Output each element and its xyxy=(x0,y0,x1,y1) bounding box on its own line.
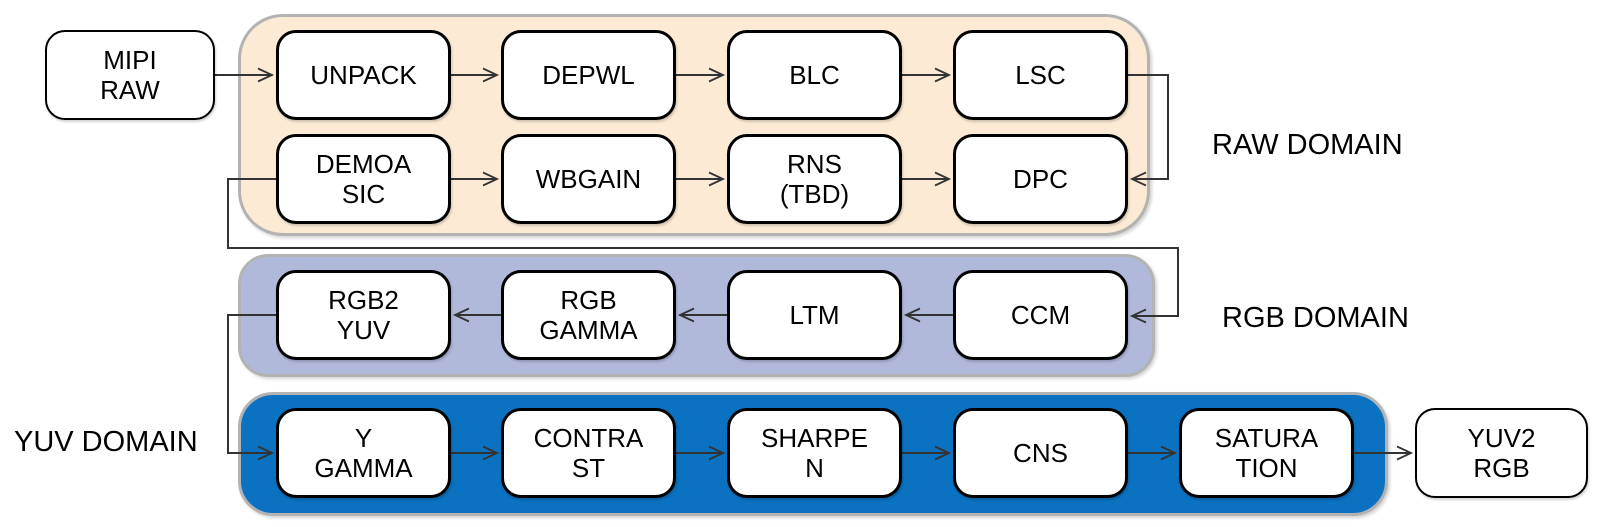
node-rgb2yuv: RGB2 YUV xyxy=(276,270,451,360)
node-sharpen: SHARPE N xyxy=(727,408,902,498)
node-lsc-label: LSC xyxy=(1015,60,1066,90)
node-mipi-raw-label: MIPI RAW xyxy=(100,45,160,105)
node-rns: RNS (TBD) xyxy=(727,134,902,224)
node-rgb2yuv-label: RGB2 YUV xyxy=(328,285,399,345)
node-ltm: LTM xyxy=(727,270,902,360)
edge-rgb2yuv-y-gamma xyxy=(227,314,276,461)
node-demosaic: DEMOA SIC xyxy=(276,134,451,224)
node-unpack: UNPACK xyxy=(276,30,451,120)
edge-lsc-dpc xyxy=(1128,74,1169,187)
node-depwl: DEPWL xyxy=(501,30,676,120)
node-y-gamma-label: Y GAMMA xyxy=(314,423,413,483)
node-rgb-gamma-label: RGB GAMMA xyxy=(539,285,638,345)
node-demosaic-label: DEMOA SIC xyxy=(315,149,412,209)
node-lsc: LSC xyxy=(953,30,1128,120)
yuv-domain-label: YUV DOMAIN xyxy=(14,426,198,458)
node-contrast: CONTRA ST xyxy=(501,408,676,498)
node-mipi-raw: MIPI RAW xyxy=(45,30,215,120)
node-blc: BLC xyxy=(727,30,902,120)
node-yuv2rgb: YUV2 RGB xyxy=(1415,408,1588,498)
node-blc-label: BLC xyxy=(789,60,840,90)
node-ccm-label: CCM xyxy=(1010,300,1071,330)
node-y-gamma: Y GAMMA xyxy=(276,408,451,498)
node-depwl-label: DEPWL xyxy=(542,60,635,90)
node-yuv2rgb-label: YUV2 RGB xyxy=(1467,423,1536,483)
node-wbgain-label: WBGAIN xyxy=(535,164,642,194)
node-contrast-label: CONTRA ST xyxy=(533,423,644,483)
node-ltm-label: LTM xyxy=(789,300,840,330)
node-dpc: DPC xyxy=(953,134,1128,224)
node-rns-label: RNS (TBD) xyxy=(779,149,850,209)
rgb-domain-label: RGB DOMAIN xyxy=(1222,302,1409,334)
node-wbgain: WBGAIN xyxy=(501,134,676,224)
node-dpc-label: DPC xyxy=(1013,164,1068,194)
raw-domain-label: RAW DOMAIN xyxy=(1212,129,1403,161)
edge-demosaic-ccm xyxy=(227,178,1179,324)
node-unpack-label: UNPACK xyxy=(310,60,417,90)
node-cns: CNS xyxy=(953,408,1128,498)
node-saturation-label: SATURA TION xyxy=(1214,423,1319,483)
node-sharpen-label: SHARPE N xyxy=(761,423,868,483)
node-ccm: CCM xyxy=(953,270,1128,360)
node-saturation: SATURA TION xyxy=(1179,408,1354,498)
node-cns-label: CNS xyxy=(1013,438,1068,468)
node-rgb-gamma: RGB GAMMA xyxy=(501,270,676,360)
